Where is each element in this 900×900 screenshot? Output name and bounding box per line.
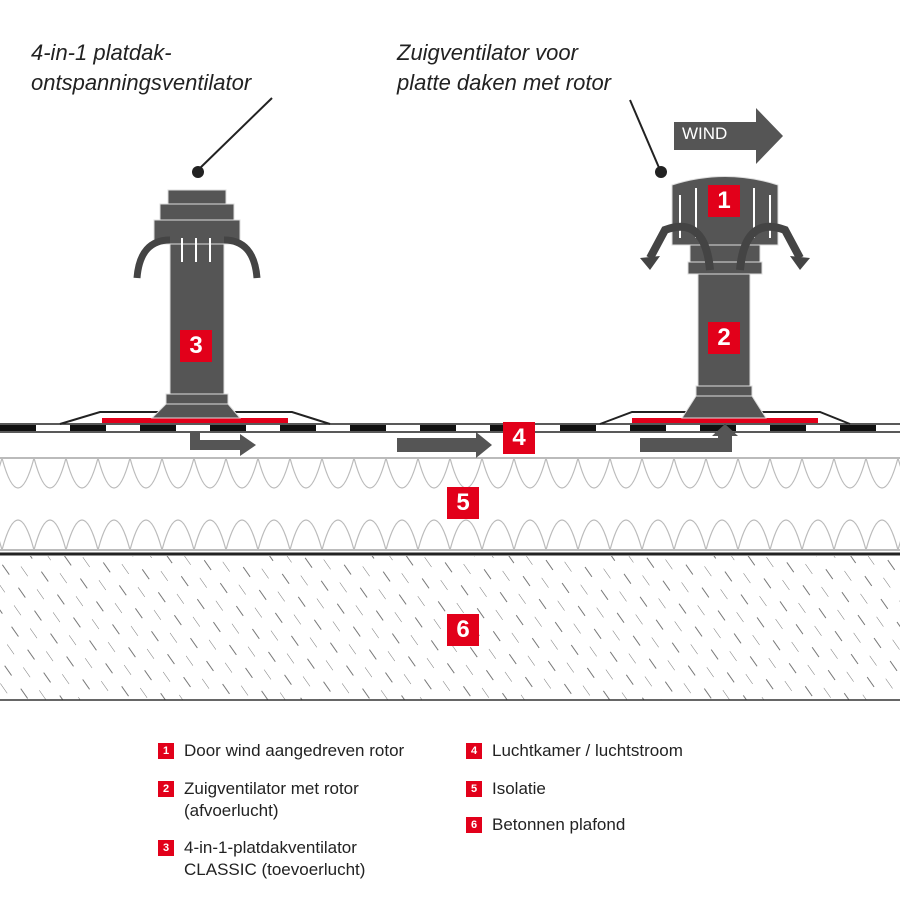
legend-text: Betonnen plafond xyxy=(492,815,626,834)
callout-right: Zuigventilator voor platte daken met rot… xyxy=(397,38,611,98)
wind-arrow xyxy=(674,108,783,164)
badge-3: 3 xyxy=(180,330,212,362)
legend-item-1: 1 Door wind aangedreven rotor xyxy=(158,740,424,762)
callout-left: 4-in-1 platdak- ontspanningsventilator xyxy=(31,38,251,98)
airflow-arrow-right xyxy=(640,424,738,452)
airflow-arrow-middle xyxy=(397,432,492,458)
legend-item-2: 2 Zuigventilator met rotor (afvoerlucht) xyxy=(158,778,394,822)
legend-item-4: 4 Luchtkamer / luchtstroom xyxy=(466,740,732,762)
legend-badge: 4 xyxy=(466,743,482,759)
badge-1: 1 xyxy=(708,185,740,217)
legend-item-6: 6 Betonnen plafond xyxy=(466,814,732,836)
badge-4: 4 xyxy=(503,422,535,454)
legend-badge: 3 xyxy=(158,840,174,856)
roof-membrane xyxy=(0,425,900,431)
legend-text: Isolatie xyxy=(492,779,546,798)
legend-badge: 2 xyxy=(158,781,174,797)
right-leader-line xyxy=(629,99,661,171)
badge-2: 2 xyxy=(708,322,740,354)
callout-left-line1: 4-in-1 platdak- xyxy=(31,40,172,65)
legend-text: Luchtkamer / luchtstroom xyxy=(492,741,683,760)
badge-6: 6 xyxy=(447,614,479,646)
legend-text: 4-in-1-platdakventilator CLASSIC (toevoe… xyxy=(184,838,366,879)
legend-badge: 6 xyxy=(466,817,482,833)
legend-item-3: 3 4-in-1-platdakventilator CLASSIC (toevo… xyxy=(158,837,394,881)
callout-left-line2: ontspanningsventilator xyxy=(31,70,252,95)
legend-text: Door wind aangedreven rotor xyxy=(184,741,405,760)
legend-text: Zuigventilator met rotor (afvoerlucht) xyxy=(184,779,359,820)
wind-label: WIND xyxy=(682,124,728,143)
legend-badge: 5 xyxy=(466,781,482,797)
airflow-arrow-left xyxy=(190,432,256,456)
legend-item-5: 5 Isolatie xyxy=(466,778,732,800)
left-ventilator xyxy=(150,189,242,419)
callout-right-line2: platte daken met rotor xyxy=(397,70,612,95)
left-leader-line xyxy=(197,97,273,171)
legend-badge: 1 xyxy=(158,743,174,759)
badge-5: 5 xyxy=(447,487,479,519)
callout-right-line1: Zuigventilator voor xyxy=(397,40,578,65)
